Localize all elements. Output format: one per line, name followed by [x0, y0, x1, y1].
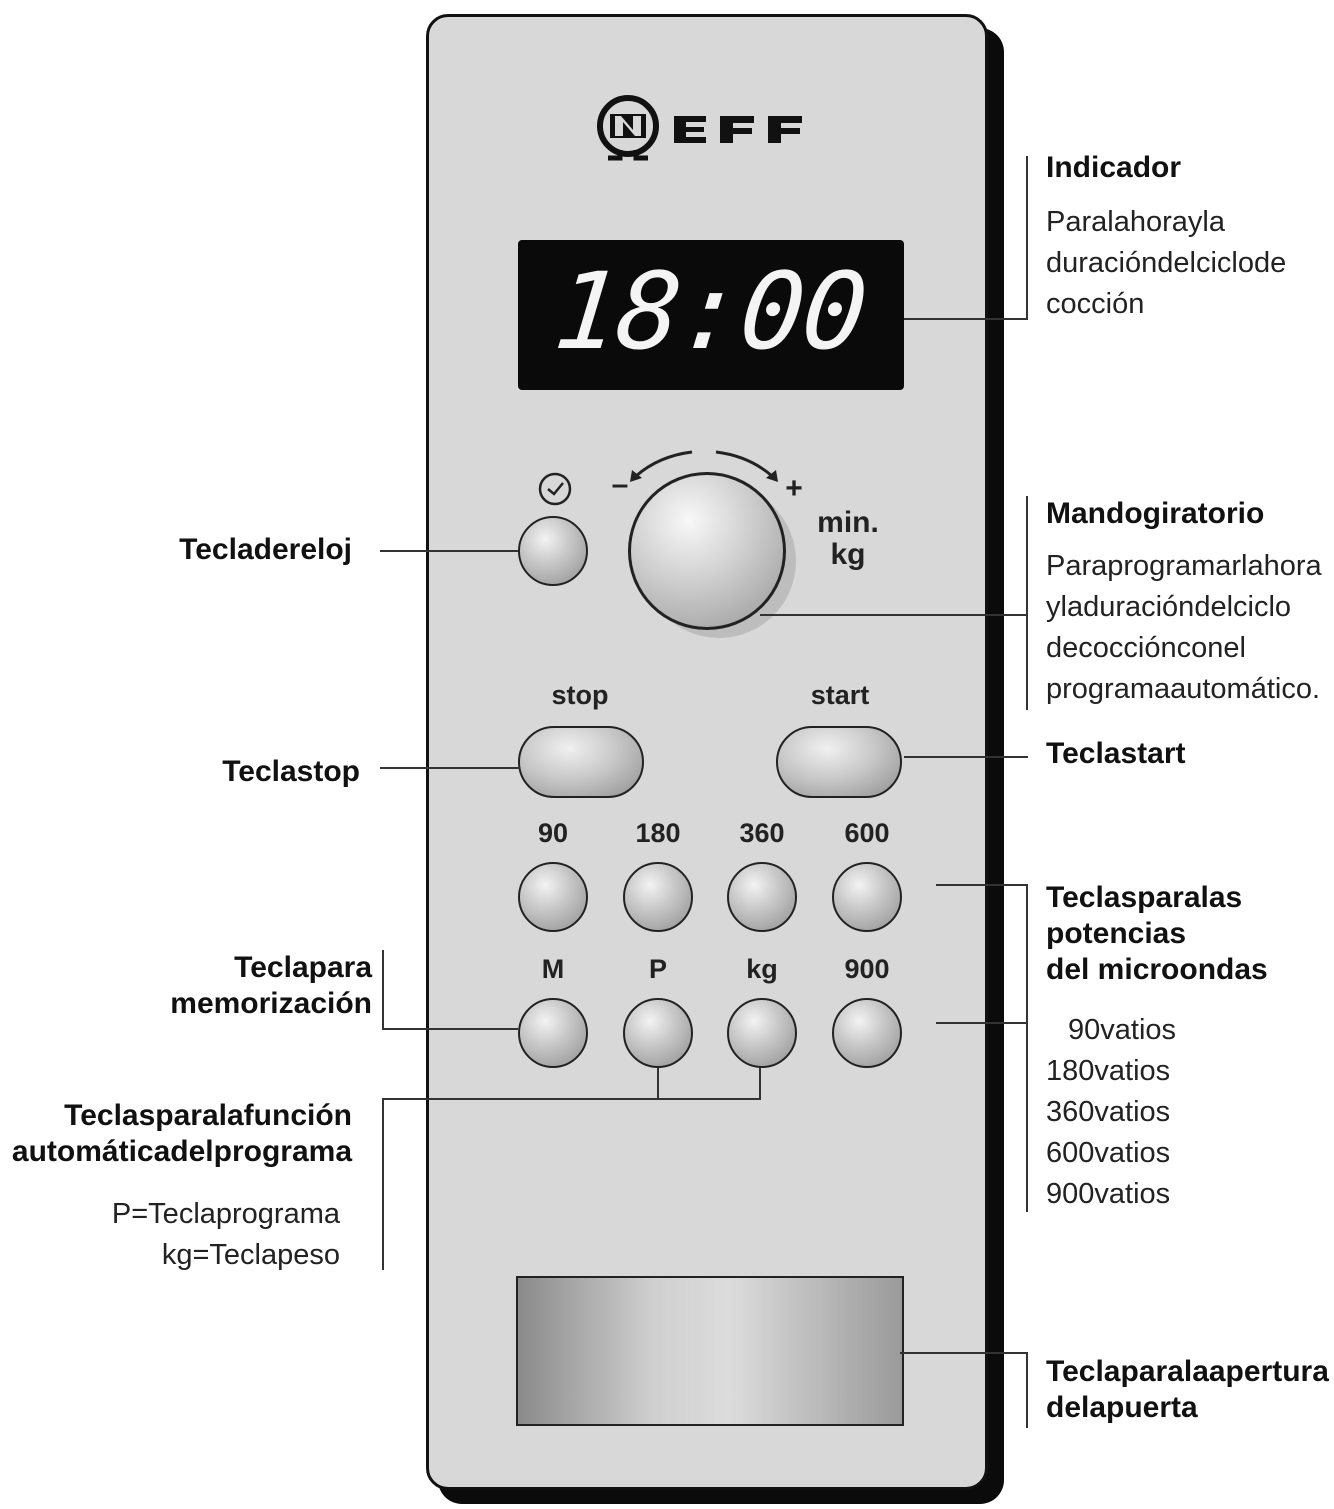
knob-plus-sign: +	[785, 472, 803, 505]
control-panel	[426, 14, 988, 1490]
leader-potencias-bottom	[936, 1022, 1028, 1024]
callout-indicador-title: Indicador	[1046, 151, 1182, 184]
power-900-button[interactable]	[832, 998, 902, 1068]
bracket-memorizacion	[382, 950, 384, 1030]
callout-start-title: Teclastart	[1046, 737, 1186, 770]
callout-potencias-title: Teclasparalas potencias del microondas	[1046, 881, 1268, 986]
clock-icon	[538, 472, 572, 506]
leader-weight-vertical	[759, 1068, 761, 1100]
power-180-button[interactable]	[623, 862, 693, 932]
display-time-text: 18:00	[549, 250, 872, 373]
stop-label: stop	[551, 680, 609, 710]
power-600-button[interactable]	[832, 862, 902, 932]
time-display	[518, 240, 904, 390]
callout-reloj-title: Tecladereloj	[179, 533, 352, 566]
weight-button[interactable]	[727, 998, 797, 1068]
callout-mando-title: Mandogiratorio	[1046, 497, 1265, 530]
leader-potencias-top	[936, 884, 1028, 886]
leader-mando	[760, 614, 1028, 616]
knob-unit-min: min.	[817, 506, 879, 539]
program-label: P	[648, 954, 667, 984]
memory-button[interactable]	[518, 998, 588, 1068]
leader-program-vertical	[657, 1068, 659, 1100]
weight-label: kg	[746, 954, 778, 984]
door-open-button[interactable]	[516, 1276, 904, 1426]
power-label-180: 180	[635, 818, 681, 848]
callout-puerta-title: Teclaparalaapertura delapuerta	[1046, 1355, 1329, 1424]
leader-start	[904, 756, 1028, 758]
leader-memorizacion	[382, 1028, 518, 1030]
leader-reloj	[380, 550, 518, 552]
stop-button[interactable]	[518, 726, 644, 798]
callout-automatica-desc: P=Teclaprograma kg=Teclapeso	[111, 1198, 340, 1271]
power-label-360: 360	[739, 818, 785, 848]
knob-direction-arrows	[630, 450, 778, 482]
leader-automatica	[382, 1098, 761, 1100]
leader-stop	[380, 767, 520, 769]
knob-unit-kg: kg	[830, 538, 866, 571]
callout-indicador-desc: Paralahorayla duracióndelciclode cocción	[1046, 206, 1287, 320]
leader-indicador	[904, 318, 1028, 320]
start-button[interactable]	[776, 726, 902, 798]
leader-puerta	[900, 1352, 1028, 1354]
callout-memorizacion-title: Teclapara memorización	[170, 951, 372, 1020]
callout-stop-title: Teclastop	[222, 755, 360, 788]
bracket-potencias	[1026, 884, 1028, 1212]
knob-minus-sign: –	[611, 468, 629, 501]
clock-button[interactable]	[518, 516, 588, 586]
rotary-knob[interactable]	[628, 472, 786, 630]
callout-mando-desc: Paraprogramarlahora yladuracióndelciclo …	[1046, 550, 1322, 705]
power-90-button[interactable]	[518, 862, 588, 932]
neff-logo	[597, 95, 802, 161]
program-button[interactable]	[623, 998, 693, 1068]
bracket-indicador	[1026, 156, 1028, 320]
bracket-automatica	[382, 1098, 384, 1270]
start-label: start	[810, 680, 870, 710]
memory-label: M	[541, 954, 565, 984]
power-label-900: 900	[844, 954, 890, 984]
callout-automatica-title: Teclasparalafunción automáticadelprogram…	[11, 1099, 352, 1168]
power-360-button[interactable]	[727, 862, 797, 932]
power-label-90: 90	[537, 818, 569, 848]
bracket-puerta	[1026, 1352, 1028, 1428]
callout-potencias-desc: 90vatios 180vatios 360vatios 600vatios 9…	[1046, 1014, 1177, 1210]
bracket-mando	[1026, 496, 1028, 710]
power-label-600: 600	[844, 818, 890, 848]
